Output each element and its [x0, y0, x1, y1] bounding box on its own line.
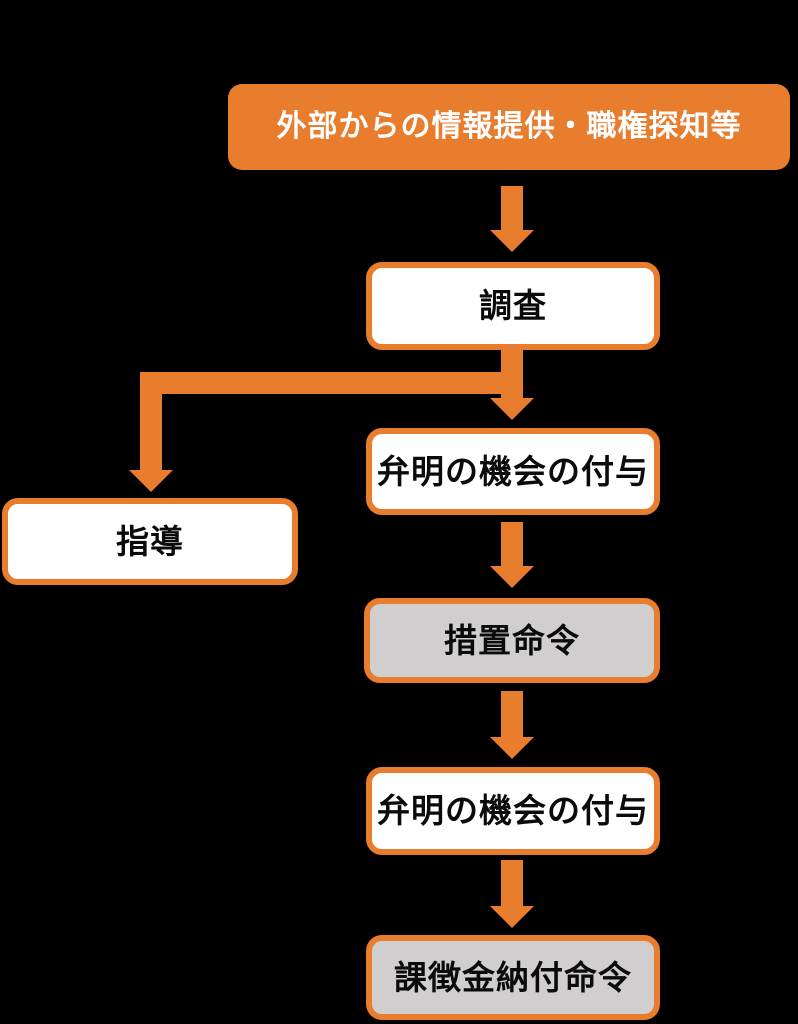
- node-hearing-1: 弁明の機会の付与: [366, 428, 660, 515]
- arrow-shaft: [501, 186, 523, 231]
- arrow-shaft: [501, 350, 523, 399]
- arrow-measure-order-to-hearing-2: [490, 691, 534, 759]
- node-guidance: 指導: [2, 498, 298, 585]
- arrow-shaft: [140, 372, 162, 471]
- node-hearing-1-label: 弁明の機会の付与: [377, 452, 649, 490]
- node-surcharge-order: 課徴金納付命令: [366, 935, 660, 1020]
- arrow-shaft: [501, 860, 523, 907]
- arrow-hearing-2-to-surcharge-order: [490, 860, 534, 928]
- arrow-investigation-to-guidance: [129, 372, 173, 492]
- arrow-head-icon: [490, 230, 534, 252]
- arrow-head-icon: [129, 470, 173, 492]
- arrow-shaft: [501, 691, 523, 738]
- node-source-label: 外部からの情報提供・職権探知等: [276, 109, 742, 143]
- node-hearing-2: 弁明の機会の付与: [366, 767, 660, 855]
- node-measure-order: 措置命令: [364, 598, 660, 683]
- arrow-source-to-investigation: [490, 186, 534, 252]
- arrow-investigation-to-hearing-1: [490, 350, 534, 420]
- node-surcharge-order-label: 課徴金納付命令: [394, 958, 632, 996]
- node-guidance-label: 指導: [116, 522, 184, 560]
- arrow-shaft: [501, 522, 523, 567]
- node-investigation-label: 調査: [479, 287, 547, 325]
- arrow-head-icon: [490, 906, 534, 928]
- arrow-head-icon: [490, 737, 534, 759]
- arrow-head-icon: [490, 566, 534, 588]
- arrow-branch-horizontal-bar: [140, 372, 523, 394]
- node-measure-order-label: 措置命令: [444, 621, 580, 659]
- arrow-hearing-1-to-measure-order: [490, 522, 534, 589]
- node-source: 外部からの情報提供・職権探知等: [228, 84, 790, 170]
- node-investigation: 調査: [366, 262, 660, 350]
- node-hearing-2-label: 弁明の機会の付与: [377, 792, 649, 830]
- arrow-head-icon: [490, 398, 534, 420]
